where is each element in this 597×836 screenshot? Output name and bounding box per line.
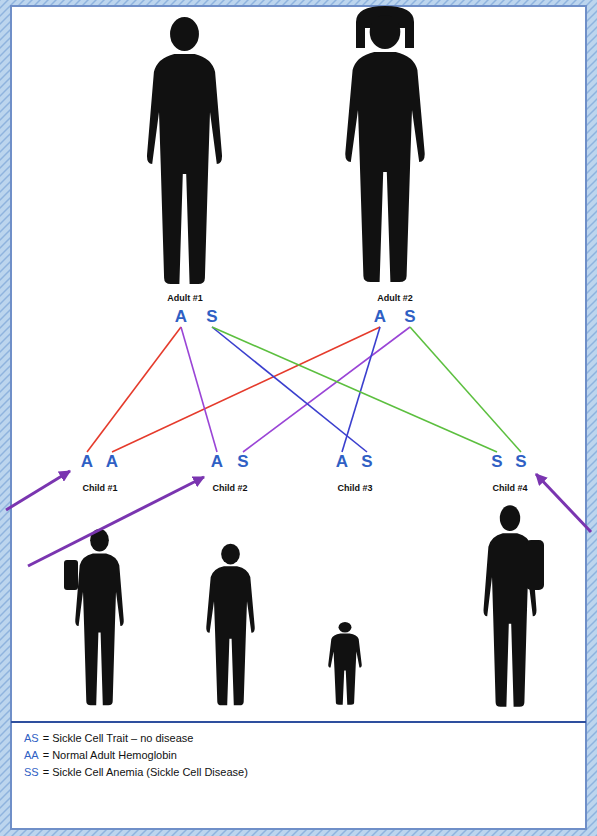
child-silhouette (75, 529, 124, 705)
allele-box: A (335, 452, 349, 472)
child-silhouette (484, 505, 537, 707)
allele-letter: A (174, 307, 188, 327)
child-silhouette (206, 544, 255, 706)
person-label-box: Child #4 (477, 483, 543, 494)
child-silhouette (328, 622, 362, 705)
person-label-box: Child #2 (197, 483, 263, 494)
adult-silhouette (345, 15, 424, 282)
legend-text: = Normal Adult Hemoglobin (43, 748, 177, 762)
allele-letter: S (403, 307, 416, 327)
allele-letter: A (80, 452, 94, 472)
person-label: Child #3 (322, 483, 388, 494)
callout-arrow (6, 471, 70, 510)
legend-code: SS (24, 765, 39, 779)
legend-text: = Sickle Cell Anemia (Sickle Cell Diseas… (43, 765, 248, 779)
callout-arrow (536, 474, 591, 532)
allele-box: S (205, 307, 218, 327)
person-label-box: Adult #1 (147, 293, 223, 304)
legend-text: = Sickle Cell Trait – no disease (43, 731, 194, 745)
person-label-box: Child #3 (322, 483, 388, 494)
inheritance-line (342, 327, 380, 452)
inheritance-line (212, 327, 367, 452)
allele-box: A (373, 307, 387, 327)
inheritance-line (243, 327, 410, 452)
inheritance-line (87, 327, 181, 452)
allele-letter: A (210, 452, 224, 472)
allele-box: A (80, 452, 94, 472)
person-group: Adult #2 AS (354, 293, 436, 327)
allele-letter: S (205, 307, 218, 327)
person-group: Child #2 AS (197, 452, 263, 494)
allele-letter: A (373, 307, 387, 327)
person-label: Adult #1 (147, 293, 223, 304)
allele-letter: S (514, 452, 527, 472)
inheritance-line (212, 327, 497, 452)
person-label: Child #4 (477, 483, 543, 494)
allele-box: A (210, 452, 224, 472)
inheritance-line (410, 327, 521, 452)
person-group: Child #4 SS (477, 452, 543, 494)
legend-divider (11, 721, 586, 723)
person-group: Child #3 AS (322, 452, 388, 494)
legend-code: AS (24, 731, 39, 745)
backpack-silhouette (526, 540, 544, 590)
legend-code: AA (24, 748, 39, 762)
allele-box: S (514, 452, 527, 472)
inheritance-line (181, 327, 217, 452)
person-group: Adult #1 AS (147, 293, 223, 327)
white-panel (11, 6, 586, 829)
allele-letter: A (335, 452, 349, 472)
allele-letter: A (105, 452, 119, 472)
allele-letter: S (360, 452, 373, 472)
bag-silhouette (64, 560, 78, 590)
allele-box: S (403, 307, 416, 327)
allele-box: A (174, 307, 188, 327)
allele-box: A (105, 452, 119, 472)
allele-box: S (360, 452, 373, 472)
allele-letter: S (236, 452, 249, 472)
person-label-box: Child #1 (67, 483, 133, 494)
person-label: Adult #2 (354, 293, 436, 304)
allele-box: S (236, 452, 249, 472)
callout-arrow (28, 477, 204, 566)
inheritance-line (112, 327, 380, 452)
person-group: Child #1 AA (67, 452, 133, 494)
allele-box: S (490, 452, 503, 472)
allele-letter: S (490, 452, 503, 472)
adult-silhouette (147, 17, 222, 284)
person-label: Child #2 (197, 483, 263, 494)
person-label: Child #1 (67, 483, 133, 494)
person-label-box: Adult #2 (354, 293, 436, 304)
